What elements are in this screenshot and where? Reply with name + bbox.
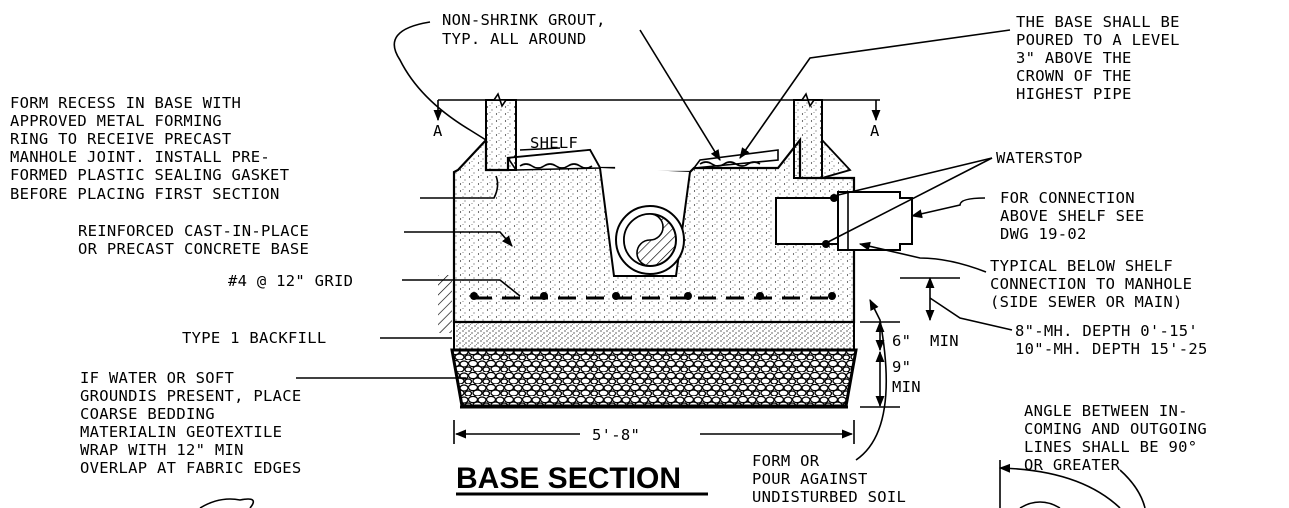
depth-label: 8"-MH. DEPTH 0'-15' 10"-MH. DEPTH 15'-25 <box>1015 322 1208 358</box>
shelf-leader <box>519 147 561 151</box>
page-title: BASE SECTION <box>456 462 681 495</box>
dim-min-a-label: MIN <box>930 332 959 350</box>
base-level-label: THE BASE SHALL BE POURED TO A LEVEL 3" A… <box>1016 13 1189 103</box>
angle-leader <box>1119 469 1146 508</box>
grout-label: NON-SHRINK GROUT, TYP. ALL AROUND <box>442 11 615 48</box>
section-a-left: A <box>433 122 443 140</box>
waterstop-label: WATERSTOP <box>996 149 1083 167</box>
water-soft-label: IF WATER OR SOFT GROUNDIS PRESENT, PLACE… <box>80 369 311 477</box>
form-recess-leader <box>420 175 499 199</box>
angle-arc <box>998 463 1121 508</box>
width-dim-label: 5'-8" <box>592 426 640 444</box>
dim-9-label: 9" <box>892 358 911 376</box>
shelf-top <box>506 149 602 171</box>
pipe-yin <box>623 213 664 267</box>
base-level-leader <box>739 29 1011 159</box>
concrete-leader <box>404 231 513 247</box>
rebar-dot <box>684 292 692 300</box>
concrete-base-label: REINFORCED CAST-IN-PLACE OR PRECAST CONC… <box>78 222 319 258</box>
shelf-top-right <box>692 149 779 169</box>
connection-above-label: FOR CONNECTION ABOVE SHELF SEE DWG 19-02 <box>1000 189 1154 243</box>
labels: NON-SHRINK GROUT, TYP. ALL AROUND THE BA… <box>10 11 1217 506</box>
form-pour-leader <box>855 298 888 461</box>
grout-chamfer-right <box>821 137 852 180</box>
angle-label: ANGLE BETWEEN IN- COMING AND OUTGOING LI… <box>1024 402 1217 474</box>
rebar-dot <box>470 292 478 300</box>
form-recess-label: FORM RECESS IN BASE WITH APPROVED METAL … <box>10 94 299 203</box>
leaders <box>199 21 1146 508</box>
form-pour-label: FORM OR POUR AGAINST UNDISTURBED SOIL <box>752 452 906 506</box>
backfill-label: TYPE 1 BACKFILL <box>182 329 326 347</box>
precast-wall-left <box>485 99 517 171</box>
precast-wall-right <box>793 99 823 179</box>
side-pipe-bell <box>837 191 913 251</box>
cutoff-shape-right <box>1019 501 1061 508</box>
gravel-bedding <box>450 348 858 408</box>
grout-leader-curve <box>393 21 487 141</box>
waterstop-leader-2 <box>827 157 993 243</box>
connection-leader <box>910 197 986 219</box>
rebar-dot <box>828 292 836 300</box>
backfill-layer <box>453 321 855 351</box>
shelf-label: SHELF <box>530 134 578 152</box>
waterstop-leader-1 <box>833 157 993 197</box>
typical-connection-label: TYPICAL BELOW SHELF CONNECTION TO MANHOL… <box>990 257 1202 311</box>
grout-leader-arrow <box>639 29 721 161</box>
undisturbed-soil-hatch <box>438 275 452 333</box>
rebar-dot <box>540 292 548 300</box>
rebar-dot <box>756 292 764 300</box>
manhole-structure <box>433 92 913 409</box>
depth-leader <box>929 297 1013 331</box>
rebar-dot <box>612 292 620 300</box>
rebar-label: #4 @ 12" GRID <box>228 272 353 290</box>
rebar-leader <box>402 279 521 297</box>
typical-leader <box>858 241 987 273</box>
grout-wave <box>519 163 593 169</box>
grout-wave-right <box>699 161 761 167</box>
dim-6-label: 6" <box>892 332 911 350</box>
dim-min-b-label: MIN <box>892 378 921 396</box>
cutoff-shape-left <box>199 498 255 508</box>
section-a-right: A <box>870 122 880 140</box>
